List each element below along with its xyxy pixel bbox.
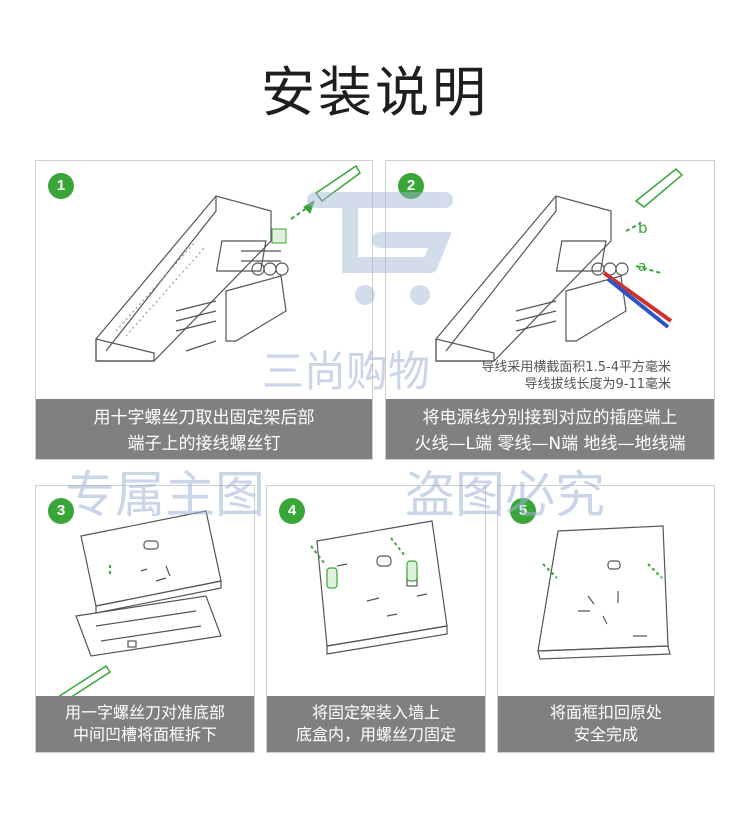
step-1-caption-line-2: 端子上的接线螺丝钉 [127, 434, 281, 454]
watermark-store-name: 三尚购物 [262, 347, 431, 396]
step-3-panel: 3 用一字螺丝刀对准底部 中间凹槽将面框拆下 [35, 485, 255, 753]
step-1-caption-line-1: 用十字螺丝刀取出固定架后部 [93, 408, 315, 428]
step-1-badge: 1 [48, 173, 74, 199]
step-5-caption-line-2: 安全完成 [573, 725, 638, 744]
step-3-caption-line-2: 中间凹槽将面框拆下 [72, 725, 217, 744]
step-1-panel: 1 用十字螺丝刀取出固定架后部 端子上的接线螺丝钉 [35, 160, 373, 460]
step-4-badge: 4 [279, 498, 305, 524]
step-2-label-a: a [638, 259, 647, 275]
step-5-caption: 将面框扣回原处 安全完成 [498, 696, 714, 752]
step-2-spec-line-2: 导线拔线长度为9-11毫米 [524, 377, 671, 392]
step-2-caption-line-2: 火线—L端 零线—N端 地线—地线端 [414, 434, 686, 454]
step-1-illustration [95, 164, 361, 362]
watermark-left: 专属主图 [65, 466, 265, 524]
step-4-caption-line-2: 底盒内，用螺丝刀固定 [295, 725, 456, 744]
step-4-caption-line-1: 将固定架装入墙上 [311, 703, 440, 722]
page-title: 安装说明 [261, 61, 489, 124]
step-3-caption-line-1: 用一字螺丝刀对准底部 [64, 703, 225, 722]
step-2-label-b: b [638, 219, 648, 237]
step-3-badge: 3 [48, 498, 74, 524]
watermark-cart-logo [307, 192, 453, 305]
step-5-caption-line-1: 将面框扣回原处 [549, 703, 662, 722]
step-4-panel: 4 将固定架装入墙上 底盒内，用螺丝刀固定 [266, 485, 486, 753]
step-2-illustration [435, 167, 684, 362]
watermark-right: 盗图必究 [405, 466, 605, 524]
step-1-caption: 用十字螺丝刀取出固定架后部 端子上的接线螺丝钉 [36, 399, 372, 459]
step-5-panel: 5 将面框扣回原处 安全完成 [497, 485, 715, 753]
step-5-illustration [537, 525, 671, 660]
step-2-caption: 将电源线分别接到对应的插座端上 火线—L端 零线—N端 地线—地线端 [386, 399, 714, 459]
step-2-badge: 2 [398, 173, 424, 199]
step-4-illustration [310, 520, 448, 655]
step-2-caption-line-1: 将电源线分别接到对应的插座端上 [422, 408, 678, 428]
step-4-caption: 将固定架装入墙上 底盒内，用螺丝刀固定 [267, 696, 485, 752]
step-5-badge: 5 [510, 498, 536, 524]
step-3-caption: 用一字螺丝刀对准底部 中间凹槽将面框拆下 [36, 696, 254, 752]
step-2-spec-line-1: 导线采用横截面积1.5-4平方毫米 [481, 360, 671, 375]
step-2-panel: b a 导线采用横截面积1.5-4平方毫米 导线拔线长度为9-11毫米 2 将电… [385, 160, 715, 460]
step-2-spec-text: 导线采用横截面积1.5-4平方毫米 导线拔线长度为9-11毫米 [426, 359, 671, 393]
